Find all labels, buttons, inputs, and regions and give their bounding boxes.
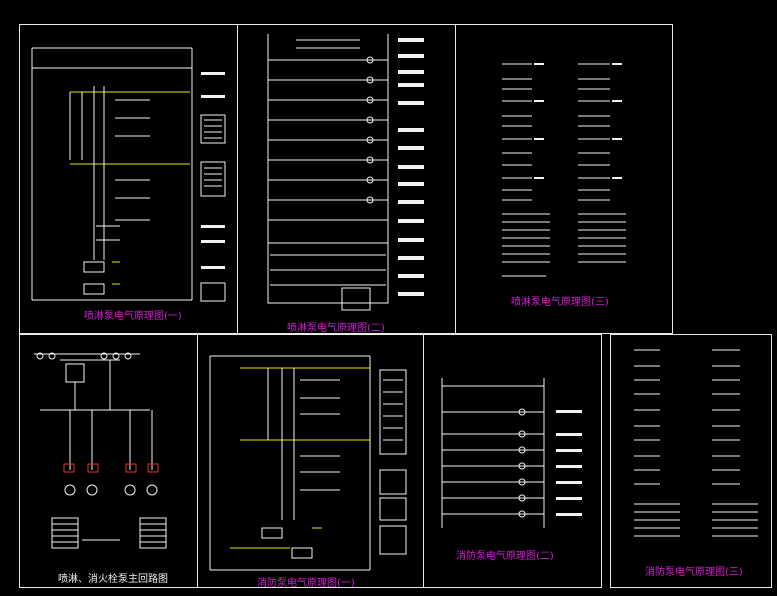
sheet-spray-pump-3 (455, 24, 673, 334)
caption-main-circuit: 喷淋、消火栓泵主回路图 (58, 574, 168, 585)
caption-fire-pump-2: 消防泵电气原理图(二) (456, 551, 554, 562)
main-circuit-schematic (34, 352, 167, 549)
caption-spray-pump-3: 喷淋泵电气原理图(三) (511, 297, 609, 308)
spray-pump-2-schematic (267, 34, 424, 311)
caption-spray-pump-1: 喷淋泵电气原理图(一) (84, 311, 182, 322)
fire-pump-1-schematic (209, 355, 407, 571)
fire-pump-2-schematic (441, 378, 582, 528)
fire-pump-3-schematic (634, 349, 758, 537)
caption-fire-pump-3: 消防泵电气原理图(三) (645, 567, 743, 578)
sheet-fire-pump-2 (423, 334, 602, 588)
spray-pump-3-schematic (502, 63, 626, 277)
caption-spray-pump-2: 喷淋泵电气原理图(二) (287, 323, 385, 334)
spray-pump-1-schematic (31, 47, 226, 302)
caption-fire-pump-1: 消防泵电气原理图(一) (257, 578, 355, 589)
sheet-fire-pump-3 (610, 334, 772, 588)
